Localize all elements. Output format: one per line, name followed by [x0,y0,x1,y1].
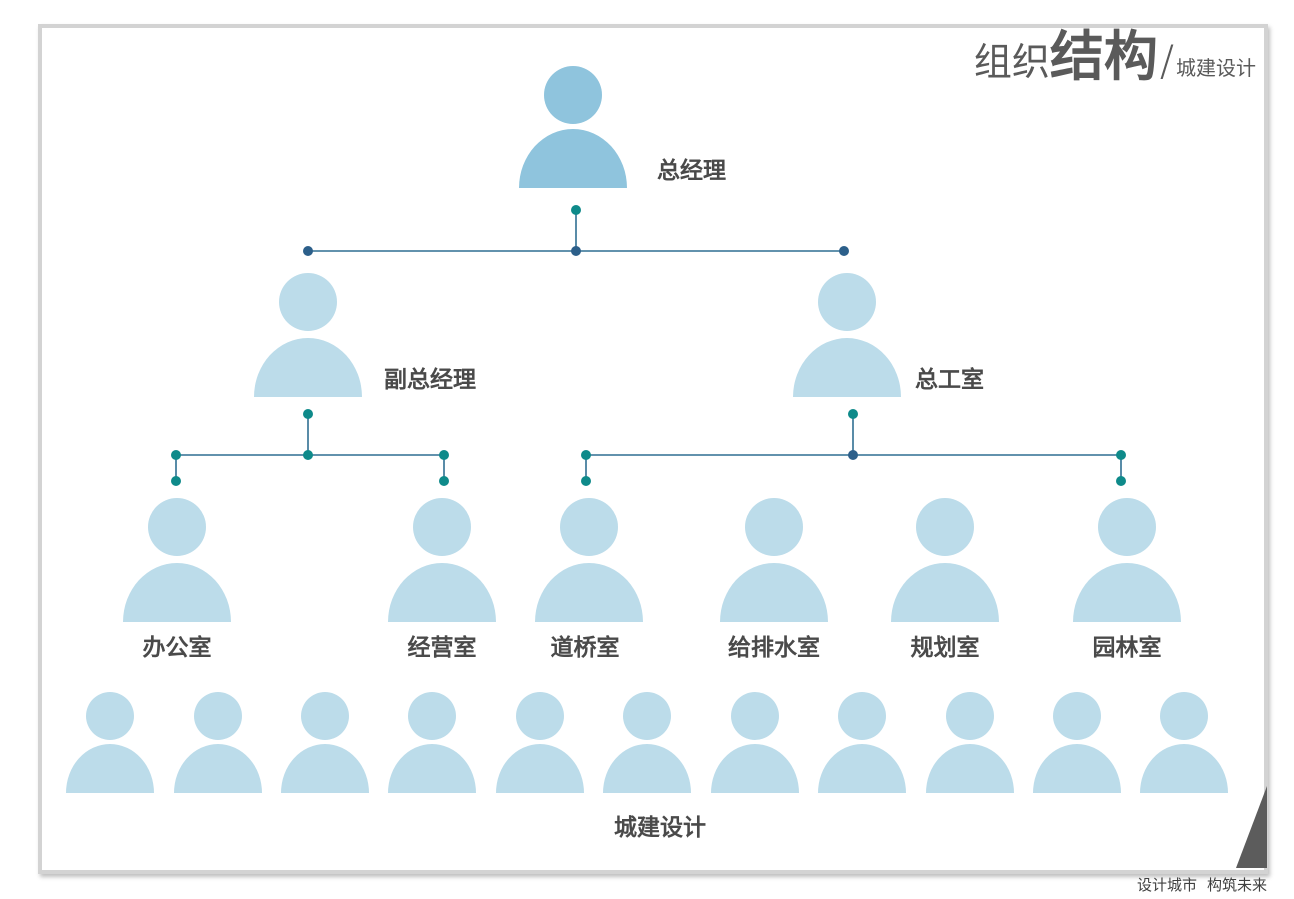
node-dot [839,246,849,256]
person-icon-staff [818,692,906,793]
page-title: 组织结构/城建设计 [974,30,1256,84]
person-icon-office [123,498,231,622]
node-dot [171,450,181,460]
person-icon-deputy-manager [254,273,362,397]
label-business-office: 经营室 [407,635,477,661]
connector-nodes [171,205,1126,486]
person-icon-road-bridge-office [535,498,643,622]
node-dot [571,246,581,256]
label-planning-office: 规划室 [910,635,980,661]
node-dot [303,246,313,256]
node-dot [848,450,858,460]
person-icon-staff [1140,692,1228,793]
label-chief-engineer-office: 总工室 [915,367,984,393]
label-general-manager: 总经理 [657,158,726,184]
person-icon-general-manager [519,66,627,188]
person-icon-staff [174,692,262,793]
title-slash: / [1159,36,1174,85]
label-deputy-manager: 副总经理 [384,367,476,393]
footer-left: 设计城市 [1136,876,1197,894]
title-part2: 结构 [1049,25,1158,88]
label-road-bridge-office: 道桥室 [550,635,620,661]
staff-row [66,692,1228,793]
label-office: 办公室 [142,635,212,661]
node-dot [439,476,449,486]
node-dot [571,205,581,215]
footer-right: 构筑未来 [1206,876,1267,894]
person-icon-landscape-office [1073,498,1181,622]
person-icon-staff [281,692,369,793]
node-dot [581,476,591,486]
person-icon-water-office [720,498,828,622]
person-icon-business-office [388,498,496,622]
person-icon-staff [496,692,584,793]
node-dot [1116,450,1126,460]
title-part1: 组织 [973,40,1050,84]
node-dot [171,476,181,486]
footer-slogan: 设计城市构筑未来 [1137,874,1267,895]
person-icon-chief-engineer-office [793,273,901,397]
person-icon-staff [711,692,799,793]
person-icon-staff [66,692,154,793]
title-part3: 城建设计 [1176,56,1256,80]
person-icon-staff [926,692,1014,793]
label-landscape-office: 园林室 [1092,635,1162,661]
node-dot [848,409,858,419]
node-dot [303,409,313,419]
person-icon-staff [603,692,691,793]
person-icon-planning-office [891,498,999,622]
node-dot [1116,476,1126,486]
label-water-office: 给排水室 [728,635,820,661]
label-staff: 城建设计 [614,815,706,841]
person-icon-staff [1033,692,1121,793]
node-dot [439,450,449,460]
person-icon-staff [388,692,476,793]
corner-accent [1236,786,1267,868]
node-dot [581,450,591,460]
node-dot [303,450,313,460]
